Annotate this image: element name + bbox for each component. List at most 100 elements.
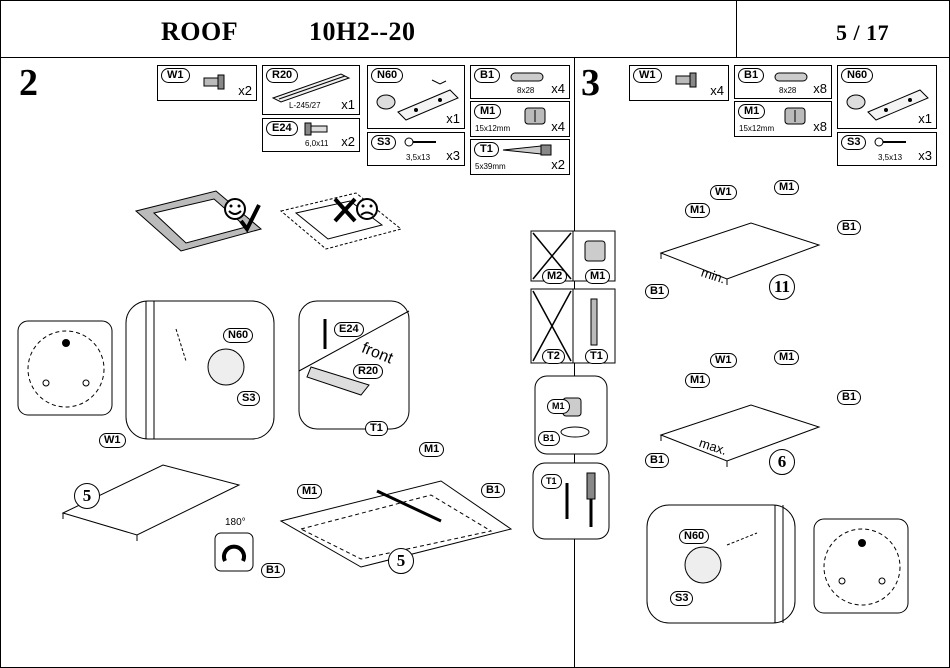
part-callout-n60: N60	[223, 328, 254, 343]
part-qty: x1	[918, 111, 932, 126]
part-callout-m1: M1	[585, 269, 611, 284]
hinge-icon	[846, 89, 929, 121]
part-qty: x4	[551, 119, 565, 134]
part-qty: x8	[813, 119, 827, 134]
part-callout-m1: M1	[297, 484, 323, 499]
hinge-icon	[376, 79, 459, 121]
part-code: S3	[841, 135, 867, 150]
part-dim: 5x39mm	[475, 162, 506, 171]
header-bar: ROOF 10H2--20 5 / 17	[1, 1, 949, 58]
part-callout-b1: B1	[645, 453, 670, 468]
part-callout-b1: B1	[261, 563, 286, 578]
part-dim: 6,0x11	[305, 139, 329, 148]
header-divider	[736, 1, 737, 57]
product-name: ROOF	[161, 17, 239, 46]
part-callout-m1: M1	[774, 350, 800, 365]
part-w1: W1 x4	[629, 65, 729, 101]
part-b1: B1 8x28 x4	[470, 65, 570, 99]
part-code: B1	[474, 68, 501, 83]
happy-face-icon	[224, 198, 261, 233]
screw-icon	[304, 122, 328, 136]
part-callout-m1: M1	[685, 373, 711, 388]
wrong-part-m2	[530, 230, 616, 282]
part-callout-w1: W1	[99, 433, 126, 448]
part-qty: x4	[710, 83, 724, 98]
part-dim: 8x28	[517, 86, 535, 95]
part-code: B1	[738, 68, 765, 83]
cam-lock-icon	[524, 107, 546, 125]
rail-icon	[271, 73, 351, 103]
part-code: E24	[266, 121, 298, 136]
pin-icon	[675, 72, 697, 88]
pin-icon	[203, 74, 225, 90]
part-code: T1	[474, 142, 499, 157]
part-code: R20	[266, 68, 299, 83]
part-s3: S3 3,5x13 x3	[837, 132, 937, 166]
part-callout-m2: M2	[542, 269, 568, 284]
part-dim: 15x12mm	[739, 124, 775, 133]
rotate-label: 180°	[225, 517, 246, 528]
part-qty: x8	[813, 81, 827, 96]
panel-illustration	[659, 222, 821, 285]
part-callout-b1: B1	[481, 483, 506, 498]
screw-icon	[502, 144, 552, 156]
part-dim: 8x28	[779, 86, 797, 95]
part-m1: M1 15x12mm x8	[734, 101, 832, 137]
part-callout-m1: M1	[685, 203, 711, 218]
part-dim: 3,5x13	[878, 153, 903, 162]
part-b1: B1 8x28 x8	[734, 65, 832, 99]
part-callout-w1: W1	[710, 185, 737, 200]
part-callout-e24: E24	[334, 322, 364, 337]
part-qty: x2	[551, 157, 565, 172]
part-callout-b1: B1	[837, 220, 862, 235]
rail-detail-view	[298, 300, 410, 430]
part-callout-t2: T2	[542, 349, 565, 364]
part-callout-b1: B1	[538, 431, 560, 446]
part-qty: x2	[341, 134, 355, 149]
page-number: 5 / 17	[836, 20, 890, 45]
part-qty: x4	[551, 81, 565, 96]
hole-detail-view	[17, 320, 113, 416]
panel-illustration	[659, 404, 821, 467]
part-qty: x1	[446, 111, 460, 126]
part-dim: L-245/27	[289, 101, 321, 110]
part-callout-t1: T1	[365, 421, 388, 436]
panel-illustration	[61, 464, 241, 541]
part-qty: x2	[238, 83, 252, 98]
sad-face-icon	[333, 197, 378, 223]
part-callout-r20: R20	[353, 364, 384, 379]
part-r20: R20 L-245/27 x1	[262, 65, 360, 115]
part-code: M1	[474, 104, 502, 119]
panel-number: 11	[769, 274, 795, 300]
rotate-icon	[214, 532, 254, 572]
part-callout-b1: B1	[645, 284, 670, 299]
panel-number: 5	[388, 548, 414, 574]
part-n60: N60 x1	[367, 65, 465, 129]
part-callout-m1: M1	[419, 442, 445, 457]
part-callout-s3: S3	[237, 391, 261, 406]
part-callout-t1: T1	[585, 349, 608, 364]
hinge-detail-view	[646, 504, 796, 624]
panel-number: 5	[74, 483, 100, 509]
part-callout-w1: W1	[710, 353, 737, 368]
step-2-number: 2	[19, 62, 38, 104]
screw-icon	[874, 137, 906, 147]
dowel-icon	[510, 72, 544, 82]
part-callout-m1: M1	[547, 399, 570, 414]
cam-lock-icon	[784, 107, 806, 125]
part-callout-m1: M1	[774, 180, 800, 195]
part-s3: S3 3,5x13 x3	[367, 132, 465, 166]
hole-detail-view	[813, 518, 909, 614]
part-code: M1	[738, 104, 766, 119]
part-t1: T1 5x39mm x2	[470, 139, 570, 175]
part-qty: x3	[446, 148, 460, 163]
screw-icon	[404, 137, 436, 147]
part-code: N60	[841, 68, 874, 83]
product-code: 10H2--20	[309, 17, 416, 46]
main-panel-illustration	[279, 480, 513, 568]
part-callout-s3: S3	[670, 591, 694, 606]
hinge-detail-view	[125, 300, 275, 440]
part-qty: x1	[341, 97, 355, 112]
part-code: W1	[633, 68, 662, 83]
